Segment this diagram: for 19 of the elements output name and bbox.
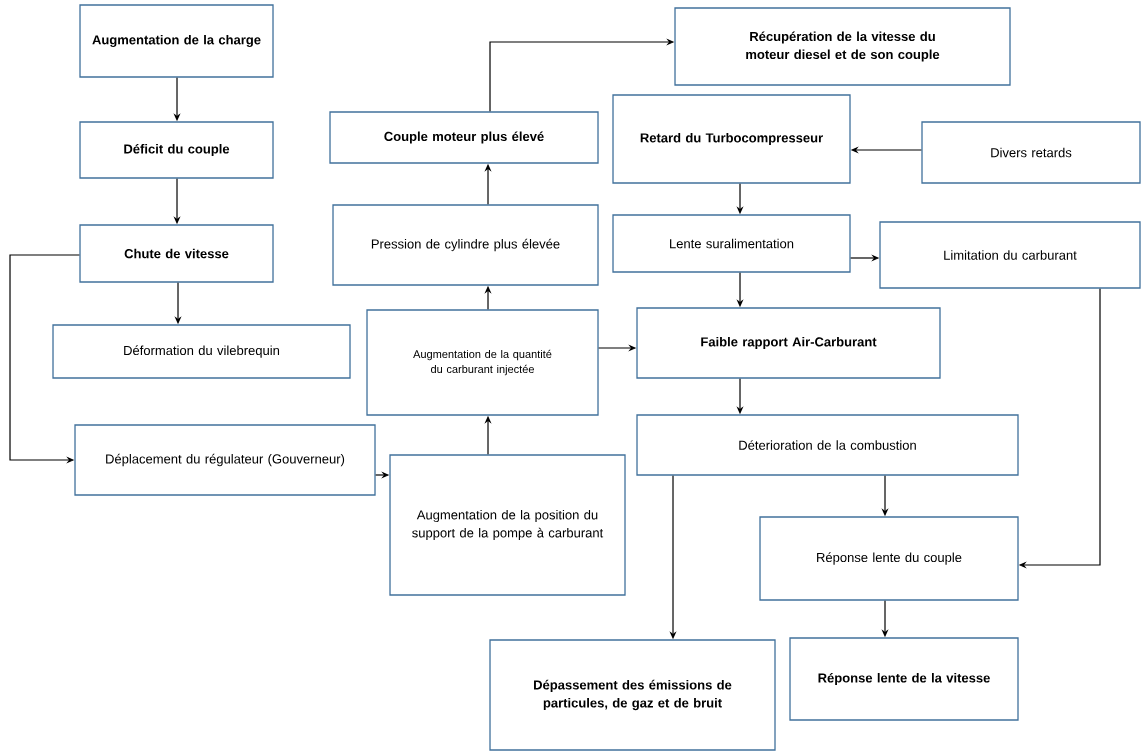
process-box: Augmentation de la quantité du carburant injectée (366, 309, 599, 416)
process-box: Déformation du vilebrequin (52, 324, 351, 379)
process-box: Réponse lente du couple (759, 516, 1019, 601)
process-box: Limitation du carburant (879, 221, 1141, 289)
process-box: Divers retards (921, 121, 1141, 184)
process-box: Chute de vitesse (79, 224, 274, 283)
process-box: Dépassement des émissions de particules, de gaz et de bruit (489, 639, 776, 751)
process-box: Couple moteur plus élevé (329, 111, 599, 164)
process-box: Pression de cylindre plus élevée (332, 204, 599, 286)
process-box: Lente suralimentation (612, 214, 851, 273)
process-box: Déterioration de la combustion (636, 414, 1019, 476)
process-box: Déplacement du régulateur (Gouverneur) (74, 424, 376, 496)
process-box: Réponse lente de la vitesse (789, 637, 1019, 721)
process-box: Faible rapport Air-Carburant (636, 307, 941, 379)
process-box: Récupération de la vitesse du moteur diesel et de son couple (674, 7, 1011, 86)
process-box: Déficit du couple (79, 121, 274, 179)
process-box: Augmentation de la position du support de la pompe à carburant (389, 454, 626, 596)
process-box: Retard du Turbocompresseur (612, 94, 851, 184)
process-box: Augmentation de la charge (79, 4, 274, 78)
